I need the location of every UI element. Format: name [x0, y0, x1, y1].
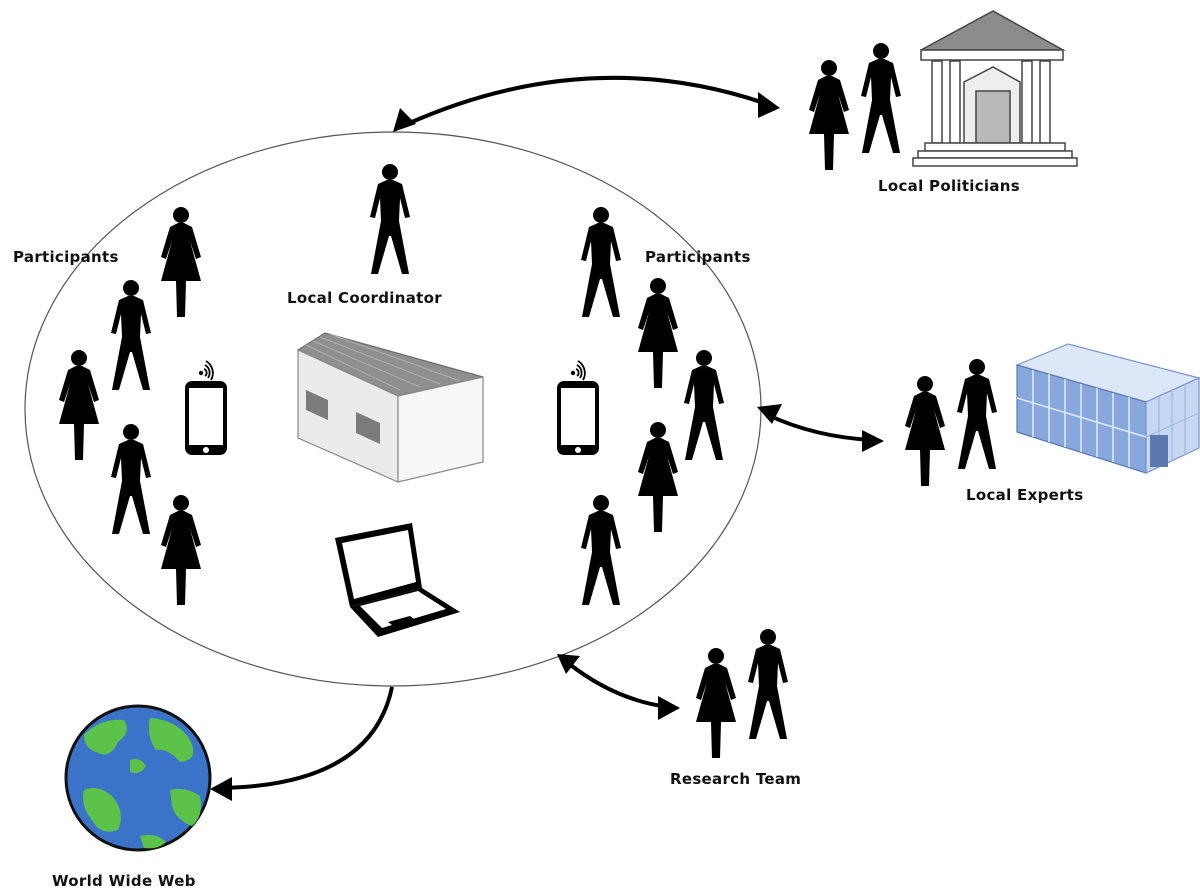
research-team-group — [696, 629, 788, 758]
world-wide-web-label: World Wide Web — [52, 872, 196, 890]
arrow-research — [566, 661, 669, 709]
local-experts-group — [905, 343, 1200, 486]
arrow-web — [221, 686, 394, 790]
connector-arrows — [221, 75, 873, 790]
arrow-experts — [767, 413, 873, 442]
office-building-icon — [1015, 343, 1200, 474]
research-team-label: Research Team — [670, 770, 802, 788]
laptop-icon — [335, 523, 460, 637]
local-politicians-label: Local Politicians — [878, 177, 1020, 195]
person-male-icon — [957, 359, 997, 469]
container-icon — [296, 332, 484, 483]
local-coordinator-label: Local Coordinator — [287, 289, 442, 307]
participants-left-label: Participants — [13, 248, 119, 266]
person-female-icon — [696, 648, 736, 758]
arrow-politicians — [404, 75, 771, 127]
person-female-icon — [809, 60, 849, 170]
government-building-icon — [912, 10, 1078, 167]
participants-right-label: Participants — [645, 248, 751, 266]
arrow-heads — [210, 92, 884, 801]
local-politicians-group — [809, 10, 1078, 170]
person-male-icon — [861, 43, 901, 153]
person-male-icon — [748, 629, 788, 739]
globe-icon — [64, 704, 212, 852]
local-experts-label: Local Experts — [966, 486, 1084, 504]
person-female-icon — [905, 376, 945, 486]
